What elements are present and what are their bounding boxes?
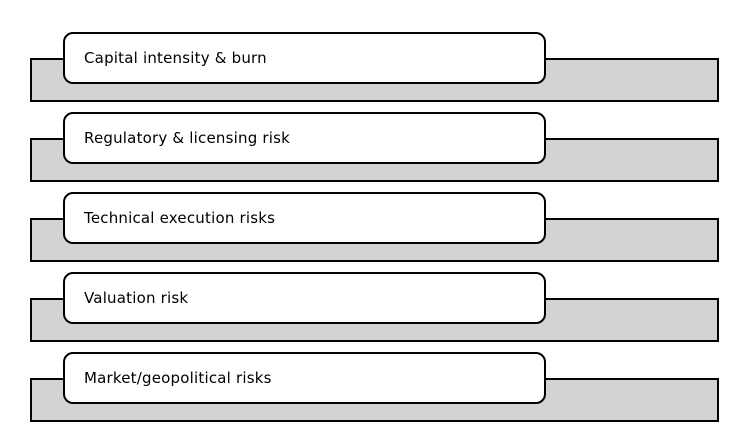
risk-label-box: Technical execution risks [63,192,546,244]
risk-row: Market/geopolitical risks [30,352,719,422]
risk-label-box: Valuation risk [63,272,546,324]
risk-row: Regulatory & licensing risk [30,112,719,182]
risk-label-box: Market/geopolitical risks [63,352,546,404]
risk-label: Technical execution risks [84,209,276,227]
risk-label: Regulatory & licensing risk [84,129,291,147]
risk-label: Market/geopolitical risks [84,369,272,387]
risk-label-box: Regulatory & licensing risk [63,112,546,164]
risk-row: Valuation risk [30,272,719,342]
risk-label: Capital intensity & burn [84,49,267,67]
risk-label-box: Capital intensity & burn [63,32,546,84]
risk-label: Valuation risk [84,289,189,307]
risk-row: Capital intensity & burn [30,32,719,102]
risk-row: Technical execution risks [30,192,719,262]
